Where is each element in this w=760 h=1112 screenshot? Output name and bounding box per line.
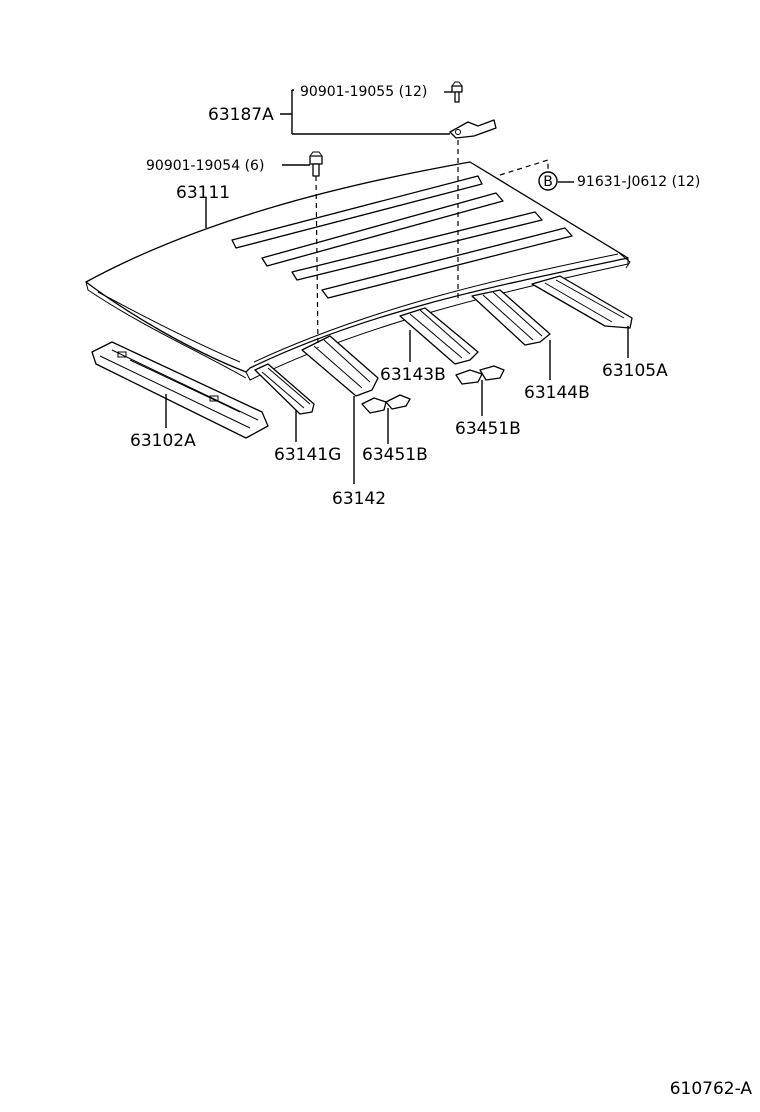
label-63187a: 63187A: [208, 105, 274, 125]
label-63102a: 63102A: [130, 431, 196, 451]
label-63141g: 63141G: [274, 445, 341, 465]
diagram-id: 610762-A: [670, 1079, 753, 1099]
roof-bow-63142: [301, 335, 379, 397]
label-63105a: 63105A: [602, 361, 668, 381]
label-ref-b: 91631-J0612 (12): [577, 174, 700, 190]
label-bolt-left: 90901-19054 (6): [146, 158, 264, 174]
circle-b-label: B: [543, 174, 553, 190]
label-63143b: 63143B: [380, 365, 446, 385]
roof-panel: [85, 161, 631, 381]
dashed-ref-b: [499, 159, 549, 176]
pad-right: [455, 365, 505, 385]
leader-bracket-63187a: [280, 89, 450, 135]
label-63142: 63142: [332, 489, 386, 509]
pad-left: [361, 394, 411, 414]
roof-bow-63144b: [471, 289, 551, 346]
label-63144b: 63144B: [524, 383, 590, 403]
bolt-left-icon: [309, 151, 323, 177]
circle-b-icon: [538, 171, 558, 191]
label-63451b-left: 63451B: [362, 445, 428, 465]
label-bolt-top: 90901-19055 (12): [300, 84, 427, 100]
clip-bracket-icon: [449, 119, 497, 139]
roof-bow-63143b: [399, 307, 479, 365]
label-63111: 63111: [176, 183, 230, 203]
rear-header-panel: [531, 275, 633, 329]
bolt-top-icon: [451, 81, 463, 103]
front-header-panel: [91, 341, 269, 439]
roof-bow-63141g: [254, 363, 315, 415]
dashed-ref-bolt-left: [315, 175, 319, 349]
label-63451b-right: 63451B: [455, 419, 521, 439]
